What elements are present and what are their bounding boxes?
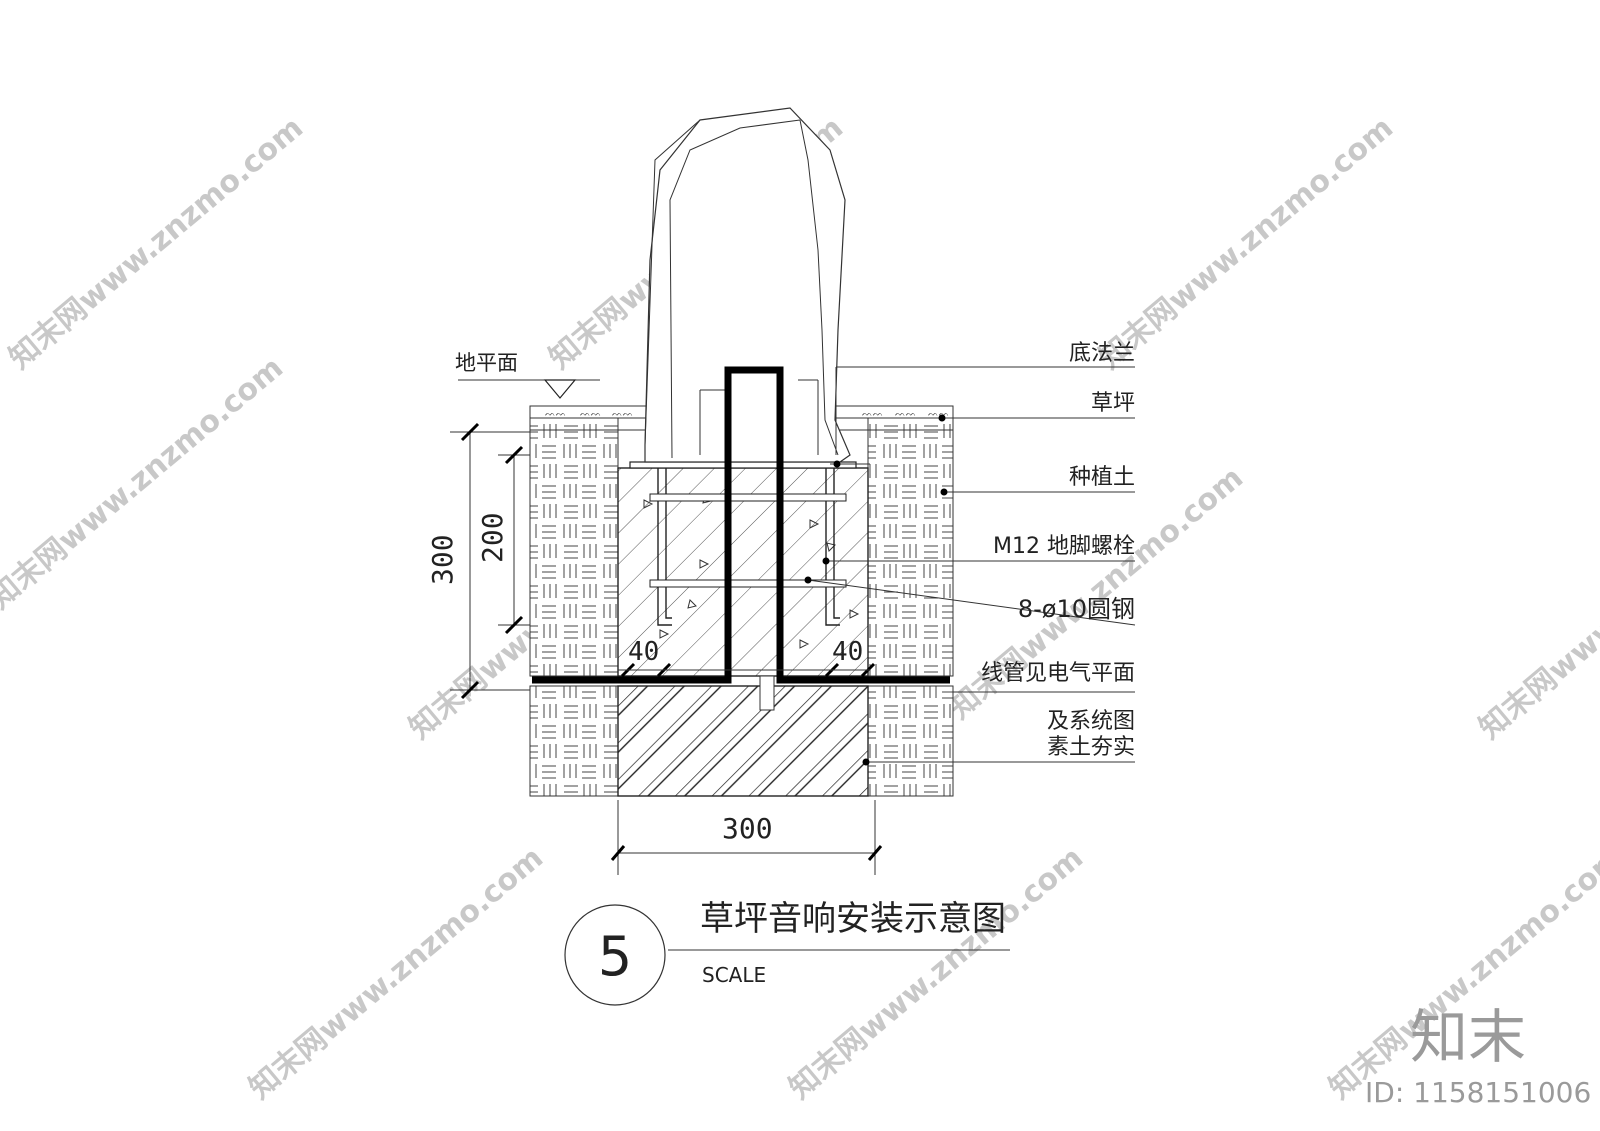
base-flange-label: 底法兰 [1069,341,1135,366]
planting-soil-label: 种植土 [1069,465,1135,490]
dimension-height-total: 300 [426,534,459,585]
lawn-speaker-body [644,107,851,463]
svg-text:ᨓᨓ: ᨓᨓ [928,409,949,419]
dimension-inset-right: 40 [832,637,863,667]
svg-text:ᨓᨓ: ᨓᨓ [895,409,916,419]
lawn-label: 草坪 [1091,391,1135,416]
dimension-inset-left: 40 [628,637,659,667]
title-block: 5 草坪音响安装示意图 SCALE [564,899,1010,1006]
component-labels: 底法兰 草坪 种植土 M12 地脚螺栓 8-ø10圆钢 线管见电气平面 及系统图… [981,341,1135,760]
brand-logo-text: 知末 [1410,1003,1526,1071]
asset-id: ID: 1158151006 [1365,1076,1591,1109]
conduit-label-line1: 线管见电气平面 [981,661,1135,686]
leader-lines [804,366,1136,766]
cable-conduit [532,366,950,684]
conduit-label-line2: 及系统图 [1047,709,1135,734]
brand-watermark: 知末 ID: 1158151006 [1365,1003,1591,1109]
anchor-bolt-label: M12 地脚螺栓 [993,534,1135,559]
dimension-width: 300 [722,812,773,845]
svg-text:ᨓᨓ: ᨓᨓ [580,409,601,419]
svg-text:ᨓᨓ: ᨓᨓ [545,409,566,419]
watermark-text: 知末网www.znzmo.com [943,460,1250,726]
dimension-lines [450,422,883,875]
detail-number: 5 [598,925,632,988]
watermark-text: 知末网www.znzmo.com [243,840,550,1106]
svg-text:ᨓᨓ: ᨓᨓ [862,409,883,419]
watermark-text: 知末网www.znzmo.com [1473,480,1600,746]
watermark-text: 知末网www.znzmo.com [1093,110,1400,376]
watermark-text: 知末网www.znzmo.com [0,350,290,616]
svg-text:ᨓᨓ: ᨓᨓ [612,409,633,419]
round-steel-bars [649,493,847,588]
ground-level-label: 地平面 [455,351,518,375]
dimension-height-inner: 200 [476,512,509,563]
diagram-title: 草坪音响安装示意图 [700,899,1006,939]
dimension-values: 300 200 300 40 40 [426,512,863,845]
detail-number-circle [564,904,666,1006]
ground-level-marker: 地平面 [455,351,600,399]
watermark-text: 知末网www.znzmo.com [783,840,1090,1106]
scale-label: SCALE [702,963,766,987]
base-flange-plate [629,461,857,469]
round-steel-label: 8-ø10圆钢 [1018,595,1135,623]
watermark-text: 知末网www.znzmo.com [3,110,310,376]
concrete-foundation [617,467,869,797]
planting-soil-section [529,417,954,797]
compacted-soil-label: 素土夯实 [1047,735,1135,760]
